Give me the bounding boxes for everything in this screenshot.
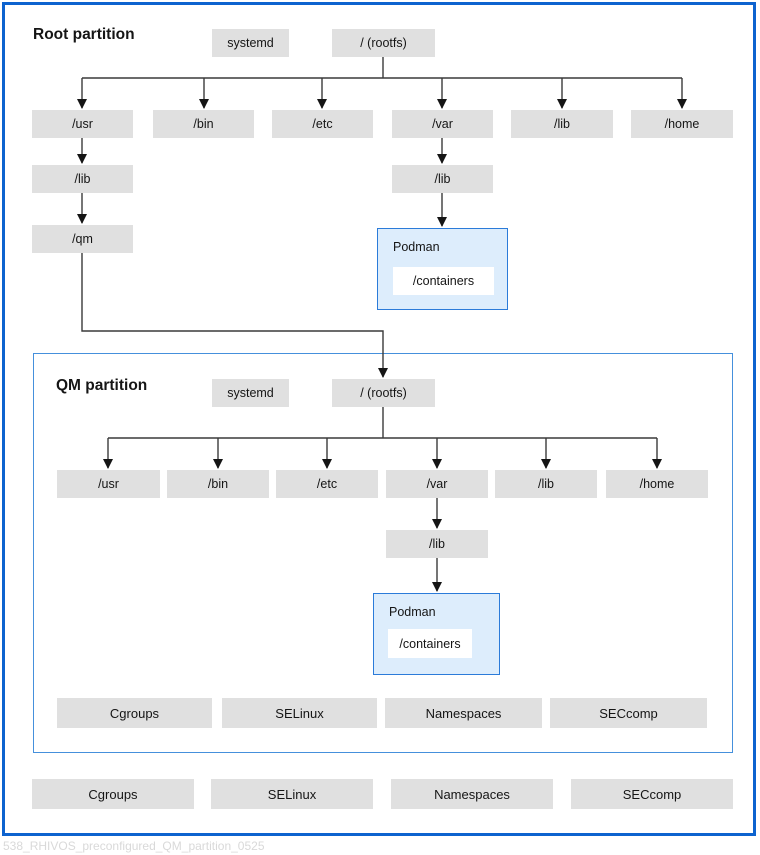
root-lib-node: /lib xyxy=(511,110,613,138)
root-var-node: /var xyxy=(392,110,493,138)
qm-podman-box: Podman /containers xyxy=(373,593,500,675)
qm-var-node: /var xyxy=(386,470,488,498)
host-seccomp-node: SECcomp xyxy=(571,779,733,809)
qm-bin-node: /bin xyxy=(167,470,269,498)
figure-caption: 538_RHIVOS_preconfigured_QM_partition_05… xyxy=(3,839,265,853)
root-podman-box: Podman /containers xyxy=(377,228,508,310)
qm-systemd-node: systemd xyxy=(212,379,289,407)
qm-seccomp-node: SECcomp xyxy=(550,698,707,728)
qm-etc-node: /etc xyxy=(276,470,378,498)
root-usr-node: /usr xyxy=(32,110,133,138)
qm-lib-node: /lib xyxy=(495,470,597,498)
root-etc-node: /etc xyxy=(272,110,373,138)
qm-home-node: /home xyxy=(606,470,708,498)
root-partition-title: Root partition xyxy=(33,26,135,43)
root-var-lib-node: /lib xyxy=(392,165,493,193)
root-bin-node: /bin xyxy=(153,110,254,138)
qm-selinux-node: SELinux xyxy=(222,698,377,728)
root-rootfs-node: / (rootfs) xyxy=(332,29,435,57)
root-containers-node: /containers xyxy=(393,267,494,295)
qm-partition-title: QM partition xyxy=(56,377,148,394)
qm-podman-label: Podman xyxy=(389,605,436,619)
qm-rootfs-node: / (rootfs) xyxy=(332,379,435,407)
qm-usr-node: /usr xyxy=(57,470,160,498)
root-qm-node: /qm xyxy=(32,225,133,253)
qm-namespaces-node: Namespaces xyxy=(385,698,542,728)
host-namespaces-node: Namespaces xyxy=(391,779,553,809)
root-usr-lib-node: /lib xyxy=(32,165,133,193)
root-podman-label: Podman xyxy=(393,240,440,254)
root-home-node: /home xyxy=(631,110,733,138)
qm-var-lib-node: /lib xyxy=(386,530,488,558)
host-selinux-node: SELinux xyxy=(211,779,373,809)
qm-containers-node: /containers xyxy=(388,629,472,658)
qm-cgroups-node: Cgroups xyxy=(57,698,212,728)
host-cgroups-node: Cgroups xyxy=(32,779,194,809)
root-systemd-node: systemd xyxy=(212,29,289,57)
